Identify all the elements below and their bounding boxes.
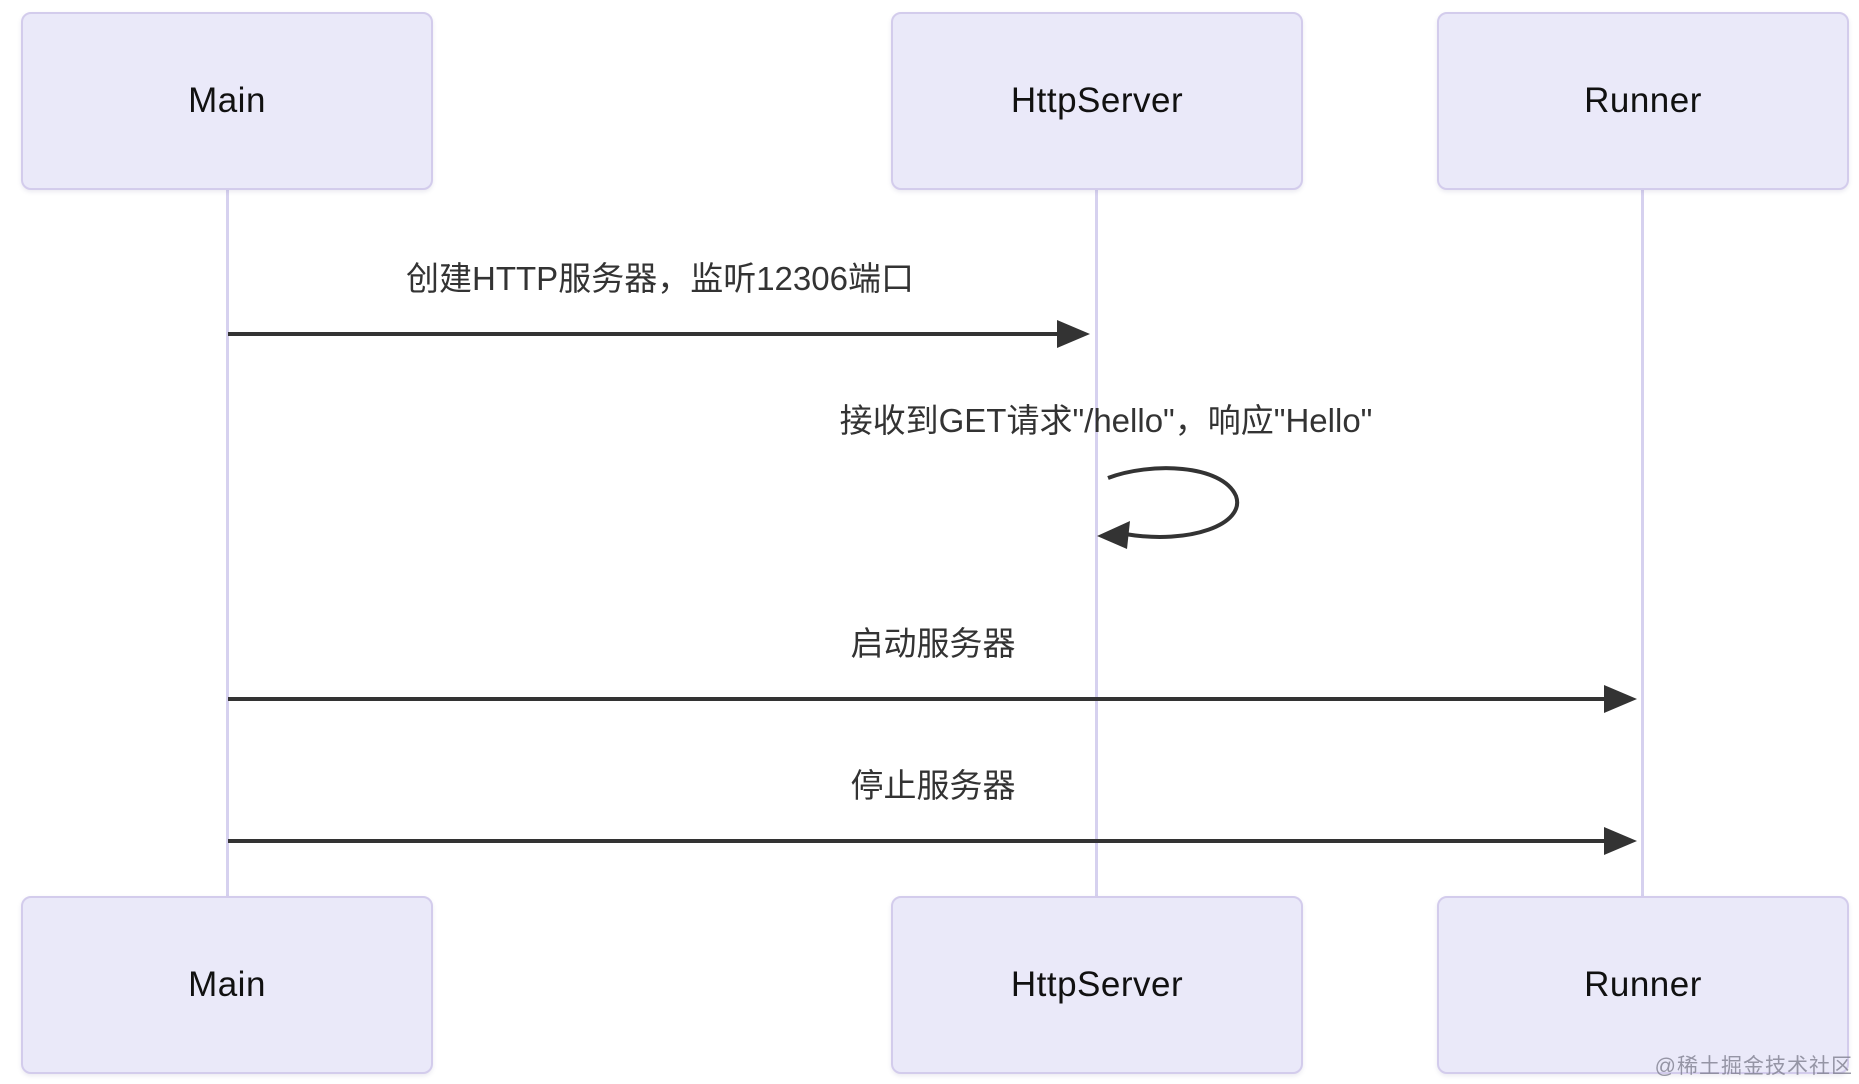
participant-label-runner: Runner [1584,81,1702,120]
participant-label-main: Main [188,965,266,1004]
message-arrow-stop-server [228,827,1637,855]
participant-box-httpserver-top: HttpServer [891,12,1303,190]
participant-box-runner-top: Runner [1437,12,1849,190]
message-label-create-server: 创建HTTP服务器，监听12306端口 [406,260,914,297]
message-label-stop-server: 停止服务器 [850,767,1016,804]
participant-label-main: Main [188,81,266,120]
message-arrow-start-server [228,685,1637,713]
lifeline-main [226,188,229,898]
participant-label-httpserver: HttpServer [1010,965,1184,1004]
participant-label-runner: Runner [1584,965,1702,1004]
watermark: @稀土掘金技术社区 [1654,1055,1853,1078]
lifeline-httpserver [1095,188,1098,898]
participant-box-main-top: Main [21,12,433,190]
participant-box-httpserver-bottom: HttpServer [891,896,1303,1074]
self-loop-arrow-get-request [1097,466,1240,549]
message-label-get-request: 接收到GET请求"/hello"，响应"Hello" [839,402,1373,439]
message-arrow-create-server [228,320,1090,348]
lifeline-runner [1641,188,1644,898]
participant-box-runner-bottom: Runner [1437,896,1849,1074]
participant-box-main-bottom: Main [21,896,433,1074]
message-label-start-server: 启动服务器 [850,625,1016,662]
participant-label-httpserver: HttpServer [1010,81,1184,120]
